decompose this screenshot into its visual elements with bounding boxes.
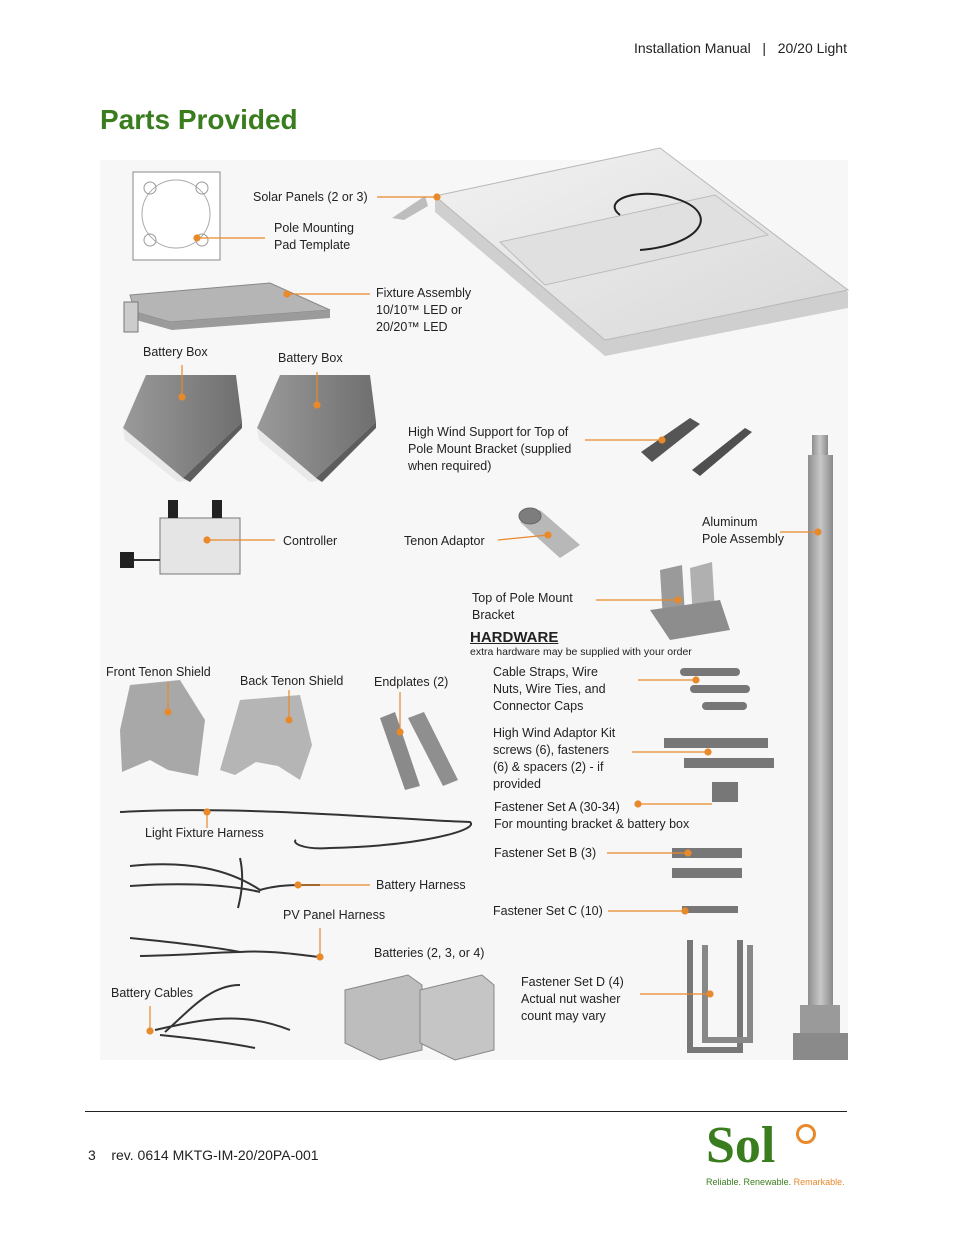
footer-divider — [85, 1111, 847, 1112]
aluminum-pole-drawing — [793, 435, 848, 1060]
front-tenon-shield-drawing — [120, 680, 205, 776]
label-battery-box-1: Battery Box — [143, 345, 208, 359]
pole-bracket-drawing — [650, 562, 730, 640]
label-aluminum-pole: Aluminum Pole Assembly — [702, 515, 784, 546]
label-batteries: Batteries (2, 3, or 4) — [374, 946, 485, 960]
label-solar-panels: Solar Panels (2 or 3) — [253, 190, 368, 204]
label-fastener-d: Fastener Set D (4) Actual nut washer cou… — [521, 975, 624, 1023]
pad-template-drawing — [132, 171, 221, 261]
label-tenon-adaptor: Tenon Adaptor — [404, 534, 485, 548]
logo-brand: Sol — [706, 1117, 776, 1174]
label-pole-pad-template: Pole Mounting Pad Template — [274, 221, 354, 252]
logo-sun-icon — [796, 1124, 816, 1144]
battery-box-drawing-1 — [123, 375, 242, 482]
controller-drawing — [120, 500, 241, 575]
harnesses-drawing — [119, 809, 473, 1049]
batteries-drawing — [344, 974, 495, 1061]
label-endplates: Endplates (2) — [374, 675, 449, 689]
page-title: Parts Provided — [100, 104, 298, 135]
footer-revision: rev. 0614 MKTG-IM-20/20PA-001 — [111, 1147, 319, 1163]
hardware-heading: HARDWARE extra hardware may be supplied … — [470, 629, 692, 658]
sol-logo: Sol Reliable. Renewable. Remarkable. — [706, 1117, 846, 1190]
hardware-note: extra hardware may be supplied with your… — [470, 646, 692, 658]
label-front-tenon-shield: Front Tenon Shield — [106, 665, 211, 679]
label-top-pole-bracket: Top of Pole Mount Bracket — [472, 591, 573, 622]
label-fixture-assembly: Fixture Assembly 10/10™ LED or 20/20™ LE… — [376, 286, 472, 334]
logo-tagline-2: Renewable. — [743, 1177, 792, 1187]
label-high-wind-kit: High Wind Adaptor Kit screws (6), fasten… — [493, 726, 616, 791]
header-separator: | — [762, 40, 767, 56]
label-fastener-a: Fastener Set A (30-34) For mounting brac… — [494, 800, 690, 831]
label-cable-straps: Cable Straps, Wire Nuts, Wire Ties, and … — [493, 665, 606, 713]
label-fastener-b: Fastener Set B (3) — [494, 846, 597, 860]
logo-tagline-1: Reliable. — [706, 1177, 742, 1187]
label-pv-panel-harness: PV Panel Harness — [283, 908, 386, 922]
label-back-tenon-shield: Back Tenon Shield — [240, 674, 344, 688]
logo-tagline: Reliable. Renewable. Remarkable. — [706, 1177, 845, 1187]
logo-tagline-3: Remarkable. — [793, 1177, 845, 1187]
battery-box-drawing-2 — [257, 375, 376, 482]
label-fastener-c: Fastener Set C (10) — [493, 904, 603, 918]
page-footer: 3 rev. 0614 MKTG-IM-20/20PA-001 — [88, 1147, 319, 1163]
header-manual: Installation Manual — [633, 40, 751, 56]
header-product: 20/20 Light — [777, 40, 847, 56]
leader-lines — [146, 193, 822, 1035]
footer-page-number: 3 — [88, 1147, 96, 1163]
label-light-fixture-harness: Light Fixture Harness — [145, 826, 264, 840]
fixture-assembly-drawing — [123, 282, 331, 333]
label-battery-box-2: Battery Box — [278, 351, 343, 365]
solar-panel-drawing — [392, 147, 850, 356]
label-battery-harness: Battery Harness — [376, 878, 466, 892]
hardware-title: HARDWARE — [470, 629, 559, 646]
label-controller: Controller — [283, 534, 338, 548]
page-header: Installation Manual | 20/20 Light — [634, 40, 847, 56]
high-wind-support-drawing — [641, 418, 752, 476]
hardware-drawing — [664, 668, 774, 1053]
endplates-drawing — [380, 712, 458, 790]
label-high-wind-support: High Wind Support for Top of Pole Mount … — [408, 425, 572, 473]
label-battery-cables: Battery Cables — [111, 986, 193, 1000]
